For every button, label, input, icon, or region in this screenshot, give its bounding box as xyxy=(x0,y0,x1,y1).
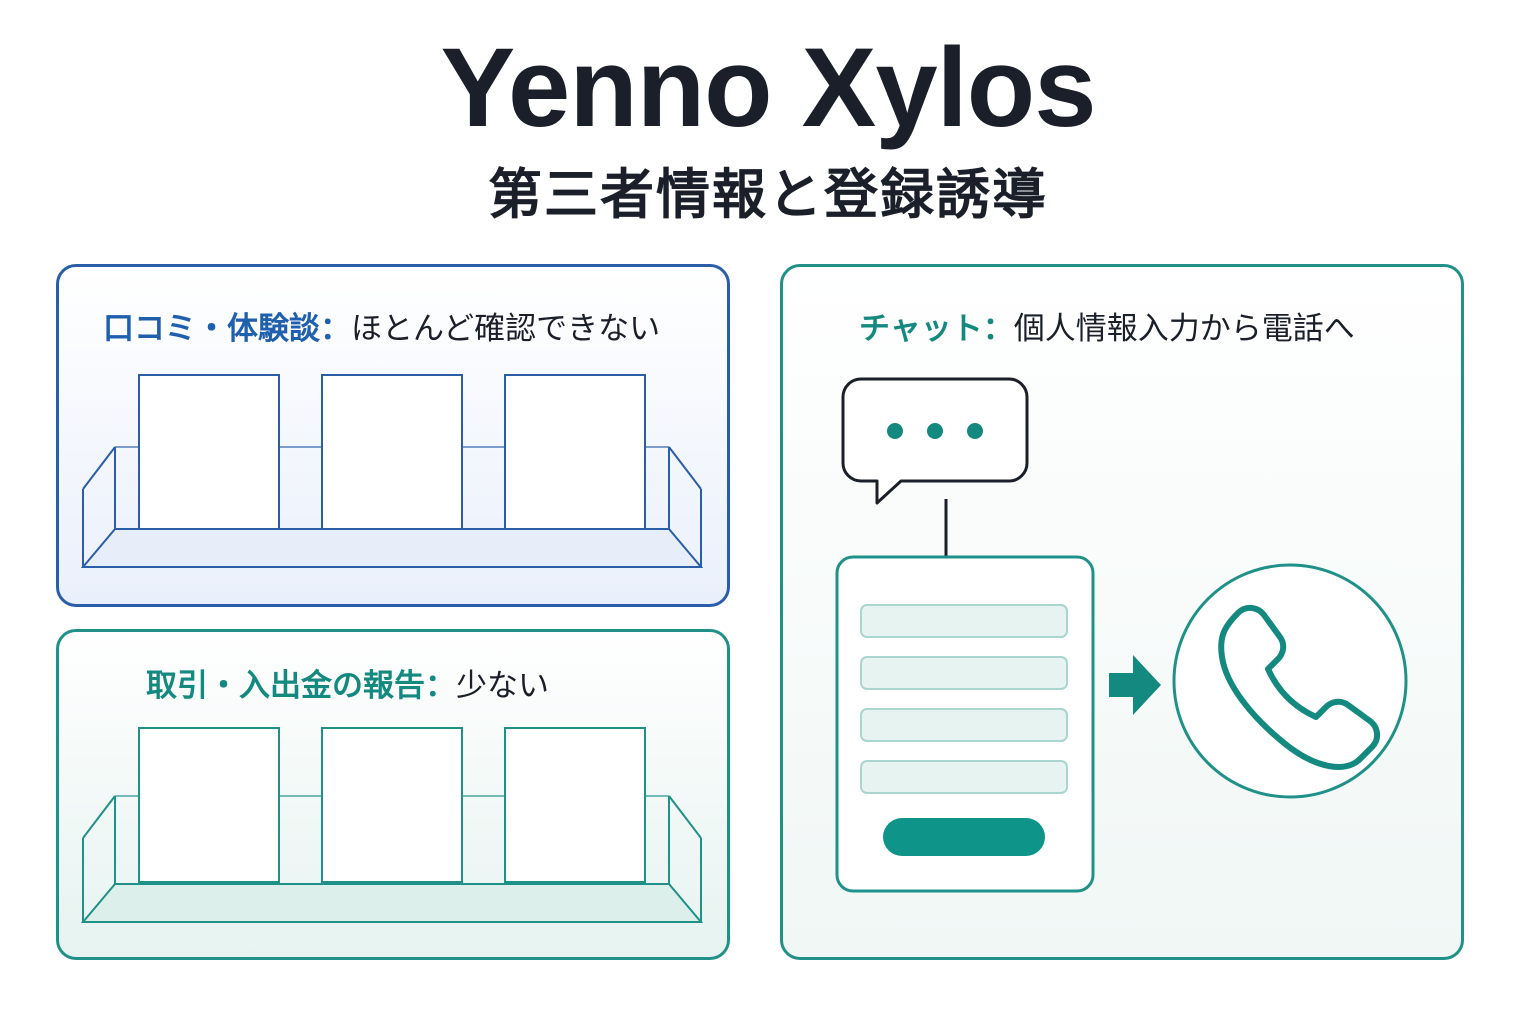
trades-caption: 取引・入出金の報告：少ない xyxy=(146,666,549,706)
trade-card-2 xyxy=(321,727,463,883)
trade-card-1 xyxy=(138,727,280,883)
phone-icon xyxy=(1172,563,1408,799)
form-icon xyxy=(835,555,1095,893)
reviews-status: ほとんど確認できない xyxy=(351,311,661,347)
trade-card-3 xyxy=(504,727,646,883)
form-field-4 xyxy=(860,760,1068,794)
reviews-shelf-illustration xyxy=(80,374,704,568)
review-card-1 xyxy=(138,374,280,530)
form-submit-button xyxy=(883,818,1045,856)
page-subtitle: 第三者情報と登録誘導 xyxy=(488,163,1048,226)
reviews-panel: 口コミ・体験談：ほとんど確認できない xyxy=(56,264,730,607)
trades-status: 少ない xyxy=(456,668,549,704)
reviews-caption: 口コミ・体験談：ほとんど確認できない xyxy=(103,309,660,349)
form-field-2 xyxy=(860,656,1068,690)
chat-label: チャット： xyxy=(859,311,1014,347)
chat-caption: チャット：個人情報入力から電話へ xyxy=(859,309,1355,349)
form-field-1 xyxy=(860,604,1068,638)
chat-status: 個人情報入力から電話へ xyxy=(1013,311,1355,347)
trades-panel: 取引・入出金の報告：少ない xyxy=(56,629,730,960)
trades-shelf-illustration xyxy=(80,727,704,923)
arrow-right-icon xyxy=(1109,655,1161,715)
chat-panel: チャット：個人情報入力から電話へ xyxy=(780,264,1464,960)
reviews-label: 口コミ・体験談： xyxy=(103,311,351,347)
form-field-3 xyxy=(860,708,1068,742)
page-title: Yenno Xylos xyxy=(440,25,1097,150)
review-card-2 xyxy=(321,374,463,530)
chat-bubble-icon xyxy=(841,377,1029,505)
trades-label: 取引・入出金の報告： xyxy=(146,668,456,704)
review-card-3 xyxy=(504,374,646,530)
